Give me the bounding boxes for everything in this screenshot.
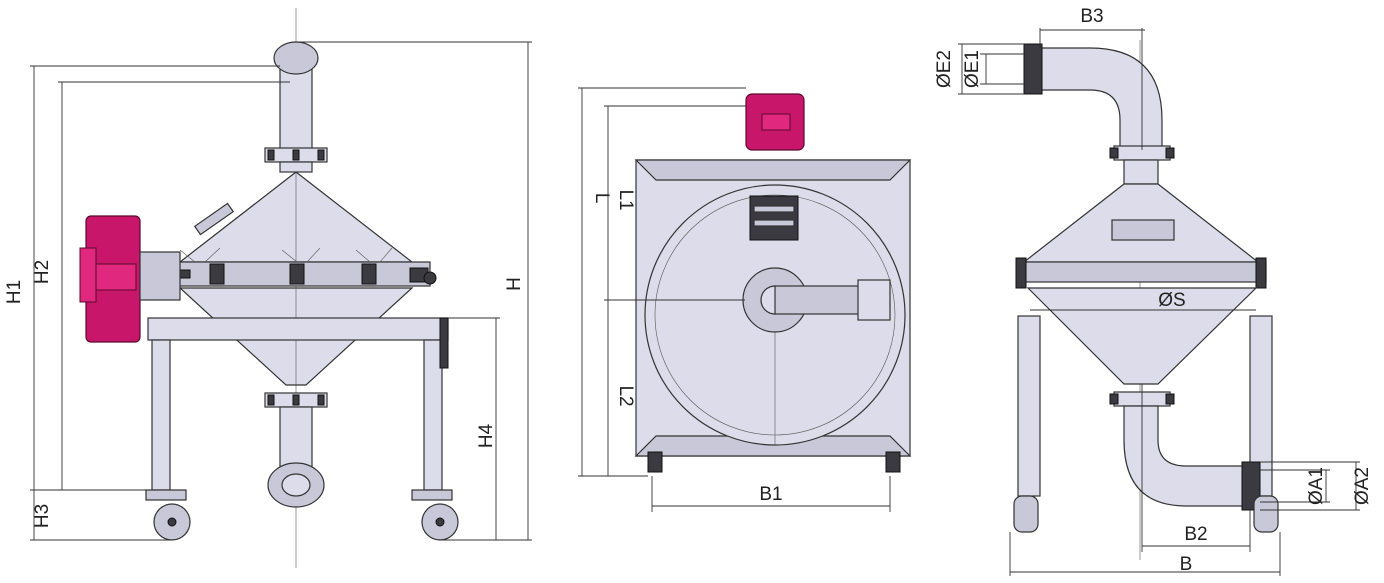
label-H3: H3 bbox=[32, 504, 53, 528]
label-B: B bbox=[1180, 554, 1193, 575]
label-E2: ØE2 bbox=[934, 50, 955, 88]
top-nameplate bbox=[749, 195, 799, 241]
side-caster-left bbox=[1013, 495, 1039, 533]
label-L: L bbox=[591, 193, 612, 204]
top-outlet-pipe bbox=[774, 285, 861, 315]
front-view: H1 H2 H3 H4 H bbox=[4, 8, 532, 568]
label-H2: H2 bbox=[32, 260, 53, 284]
side-caster-right bbox=[1253, 495, 1279, 533]
label-H1: H1 bbox=[4, 280, 25, 304]
front-casters bbox=[145, 489, 459, 541]
label-H: H bbox=[504, 277, 525, 291]
side-lower-cone bbox=[1026, 287, 1258, 385]
label-B1: B1 bbox=[759, 484, 782, 505]
front-outlet-pipe bbox=[264, 392, 328, 508]
front-dimensions bbox=[30, 41, 532, 541]
side-sieve-ring bbox=[1017, 261, 1267, 283]
side-inlet-pipe bbox=[1023, 43, 1175, 185]
front-frame bbox=[147, 317, 449, 491]
front-inlet-pipe bbox=[264, 41, 328, 173]
label-E1: ØE1 bbox=[962, 50, 983, 88]
side-outlet-pipe bbox=[1109, 391, 1261, 511]
front-viewport bbox=[193, 202, 235, 236]
side-view: B3 ØE2 ØE1 ØS ØA1 ØA2 B2 B bbox=[934, 6, 1373, 576]
label-A2: ØA2 bbox=[1352, 467, 1373, 505]
label-B2: B2 bbox=[1184, 524, 1207, 545]
front-vibration-motor bbox=[79, 215, 181, 343]
label-L1: L1 bbox=[615, 189, 636, 210]
top-view: L L1 L2 B1 bbox=[578, 87, 912, 512]
side-leg-left bbox=[1017, 315, 1041, 497]
label-S: ØS bbox=[1158, 290, 1185, 311]
label-A1: ØA1 bbox=[1306, 467, 1327, 505]
label-L2: L2 bbox=[615, 385, 636, 406]
side-vent-grid bbox=[1111, 219, 1175, 241]
label-B3: B3 bbox=[1080, 6, 1103, 27]
side-dimensions bbox=[958, 28, 1360, 576]
top-dimensions bbox=[578, 87, 891, 512]
label-H4: H4 bbox=[476, 423, 497, 448]
